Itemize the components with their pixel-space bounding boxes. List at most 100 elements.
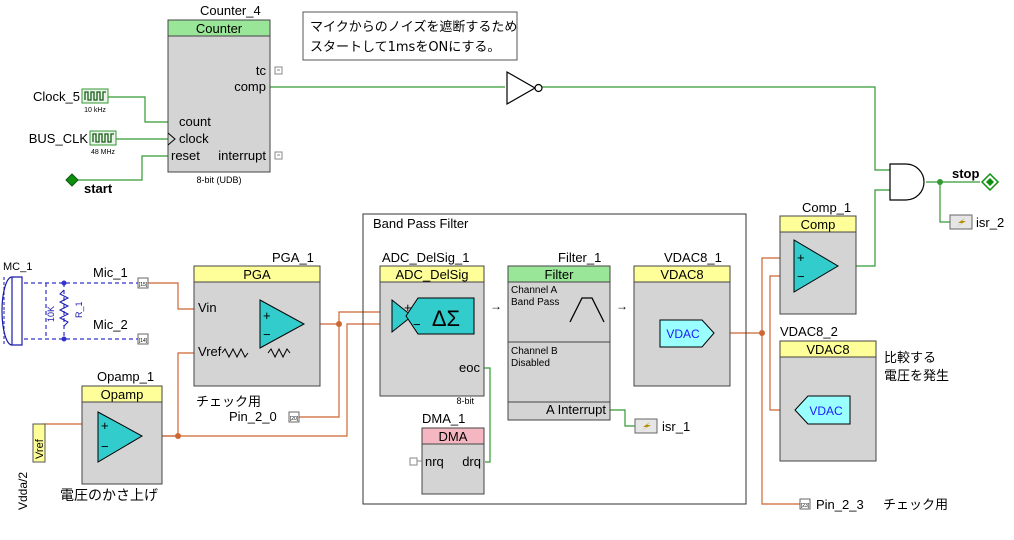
- band-pass-title: Band Pass Filter: [373, 216, 469, 231]
- isr1-block[interactable]: isr_1: [634, 418, 690, 434]
- pga-minus: −: [263, 327, 271, 342]
- isr1-label: isr_1: [662, 419, 690, 434]
- wire-opamp-out-to-adc: [148, 323, 398, 437]
- counter-block[interactable]: Counter_4 Counter tc comp count clock re…: [167, 3, 283, 185]
- pin20[interactable]: Pin_2_0 [20]: [229, 409, 300, 424]
- pga-plus: +: [263, 308, 271, 323]
- vdac2-block[interactable]: VDAC8_2 VDAC8 VDAC: [779, 324, 877, 462]
- note-line-1: マイクからのノイズを遮断するため: [310, 19, 517, 35]
- isr2-label: isr_2: [976, 215, 1004, 230]
- arrow-filter-vdac: →: [616, 299, 628, 313]
- adc-plus: +: [404, 300, 412, 315]
- vdac2-header: VDAC8: [806, 342, 849, 357]
- start-terminal[interactable]: start: [65, 173, 113, 196]
- adc-block[interactable]: ADC_DelSig_1 ADC_DelSig + − ΔΣ eoc 8-bit: [379, 250, 485, 406]
- wire-eoc-to-drq: [484, 367, 491, 463]
- opamp-instance-label: Opamp_1: [97, 369, 154, 384]
- pga-opamp-symbol: [259, 299, 306, 349]
- comp-block[interactable]: Comp_1 Comp + −: [779, 200, 857, 315]
- compare-note-2: 電圧を発生: [884, 369, 949, 384]
- inverter-gate[interactable]: [506, 70, 543, 106]
- dma-header: DMA: [439, 429, 468, 444]
- clock-wave-icon: [84, 91, 106, 101]
- junction-stop: [937, 179, 943, 185]
- resistor-icon: [221, 347, 249, 359]
- band-pass-frame: Band Pass Filter: [362, 213, 747, 505]
- clock-input-chevron: [167, 132, 176, 146]
- note-box: マイクからのノイズを遮断するため スタートして1msをONにする。: [302, 11, 518, 61]
- mic-label: MC_1: [3, 261, 32, 273]
- vref-vertical-label: Vdda/2: [16, 472, 30, 510]
- dma-pin-nrq: nrq: [425, 454, 444, 469]
- vdac1-block[interactable]: VDAC8_1 VDAC8 VDAC: [633, 250, 731, 387]
- lightning-icon: [956, 218, 966, 227]
- junction-vdac1-out: [759, 330, 765, 336]
- mic2-pin[interactable]: Mic_2 [14]: [93, 317, 149, 345]
- pga-instance-label: PGA_1: [272, 250, 314, 265]
- wire-mic-dashed: [24, 282, 140, 340]
- pga-pin-vref: Vref: [198, 344, 222, 359]
- counter-footer: 8-bit (UDB): [196, 175, 241, 185]
- start-label: start: [84, 181, 113, 196]
- opamp-block[interactable]: Opamp_1 Opamp + −: [81, 369, 163, 485]
- comp-header: Comp: [801, 217, 836, 232]
- dma-instance-label: DMA_1: [422, 411, 465, 426]
- opamp-minus: −: [101, 439, 109, 454]
- stop-terminal[interactable]: stop: [952, 166, 1000, 192]
- clock5-label: Clock_5: [33, 89, 80, 104]
- mic2-label: Mic_2: [93, 317, 128, 332]
- comp-plus: +: [797, 250, 805, 265]
- counter-header: Counter: [196, 21, 243, 36]
- pin23[interactable]: [23] Pin_2_3 チェック用: [799, 497, 948, 513]
- vdac1-symbol: [659, 319, 715, 348]
- adc-delta-sigma: ΔΣ: [432, 306, 460, 331]
- bus-clk-source[interactable]: BUS_CLK 48 MHz: [29, 130, 117, 156]
- filter-ch-b-1: Channel B: [511, 346, 558, 357]
- junction-mic2: [61, 336, 67, 342]
- arrow-adc-filter: →: [490, 299, 502, 313]
- counter-pin-comp: comp: [234, 79, 266, 94]
- adc-pin-eoc: eoc: [459, 360, 480, 375]
- filter-block[interactable]: Filter_1 Filter Channel A Band Pass Chan…: [507, 250, 611, 421]
- vdac2-symbol: [794, 395, 851, 425]
- dma-nrq-terminal: [409, 457, 418, 466]
- filter-ch-a-1: Channel A: [511, 285, 557, 296]
- clock5-source[interactable]: Clock_5 10 kHz: [33, 88, 109, 114]
- junction-mic1: [61, 280, 67, 286]
- comp-instance-label: Comp_1: [802, 200, 851, 215]
- counter-pin-tc: tc: [256, 63, 267, 78]
- isr2-block[interactable]: isr_2: [949, 214, 1004, 230]
- dma-block[interactable]: DMA_1 DMA nrq drq: [409, 411, 485, 495]
- counter-instance-label: Counter_4: [200, 3, 261, 18]
- mic2-pin-num: [14]: [139, 338, 148, 344]
- diamond-icon: [65, 173, 79, 187]
- note-line-2: スタートして1msをONにする。: [310, 40, 500, 55]
- vdac2-body: VDAC: [809, 404, 843, 418]
- mic1-label: Mic_1: [93, 265, 128, 280]
- vref-source[interactable]: Vdda/2 Vref: [16, 423, 46, 510]
- mic1-pin-num: [15]: [139, 282, 148, 288]
- clock5-freq: 10 kHz: [84, 107, 106, 114]
- pin23-label: Pin_2_3: [816, 497, 864, 512]
- filter-ch-b-2: Disabled: [511, 358, 550, 369]
- filter-header: Filter: [545, 267, 575, 282]
- bus-clk-freq: 48 MHz: [91, 149, 116, 156]
- band-pass-icon: [569, 297, 605, 323]
- mic1-pin[interactable]: Mic_1 [15]: [93, 265, 149, 289]
- pga-pin-vin: Vin: [198, 300, 217, 315]
- wire-mic1-to-vin: [148, 282, 196, 310]
- adc-footer: 8-bit: [456, 396, 474, 406]
- resistor-r1[interactable]: 10K R_1: [46, 289, 84, 327]
- microphone[interactable]: MC_1: [1, 261, 32, 346]
- counter-pin-interrupt: interrupt: [218, 148, 266, 163]
- vref-box-label: Vref: [34, 438, 46, 459]
- wire-filter-int-to-isr1: [610, 409, 635, 427]
- compare-note-1: 比較する: [884, 351, 936, 366]
- pga-block[interactable]: PGA_1 PGA Vin Vref + −: [193, 250, 321, 387]
- wire-pin20: [298, 324, 340, 418]
- wire-clock5-count: [108, 96, 170, 123]
- and-gate[interactable]: [889, 163, 925, 201]
- wire-stop-to-isr2: [939, 182, 950, 223]
- wire-start-reset: [78, 155, 170, 181]
- filter-interrupt: A Interrupt: [546, 402, 606, 417]
